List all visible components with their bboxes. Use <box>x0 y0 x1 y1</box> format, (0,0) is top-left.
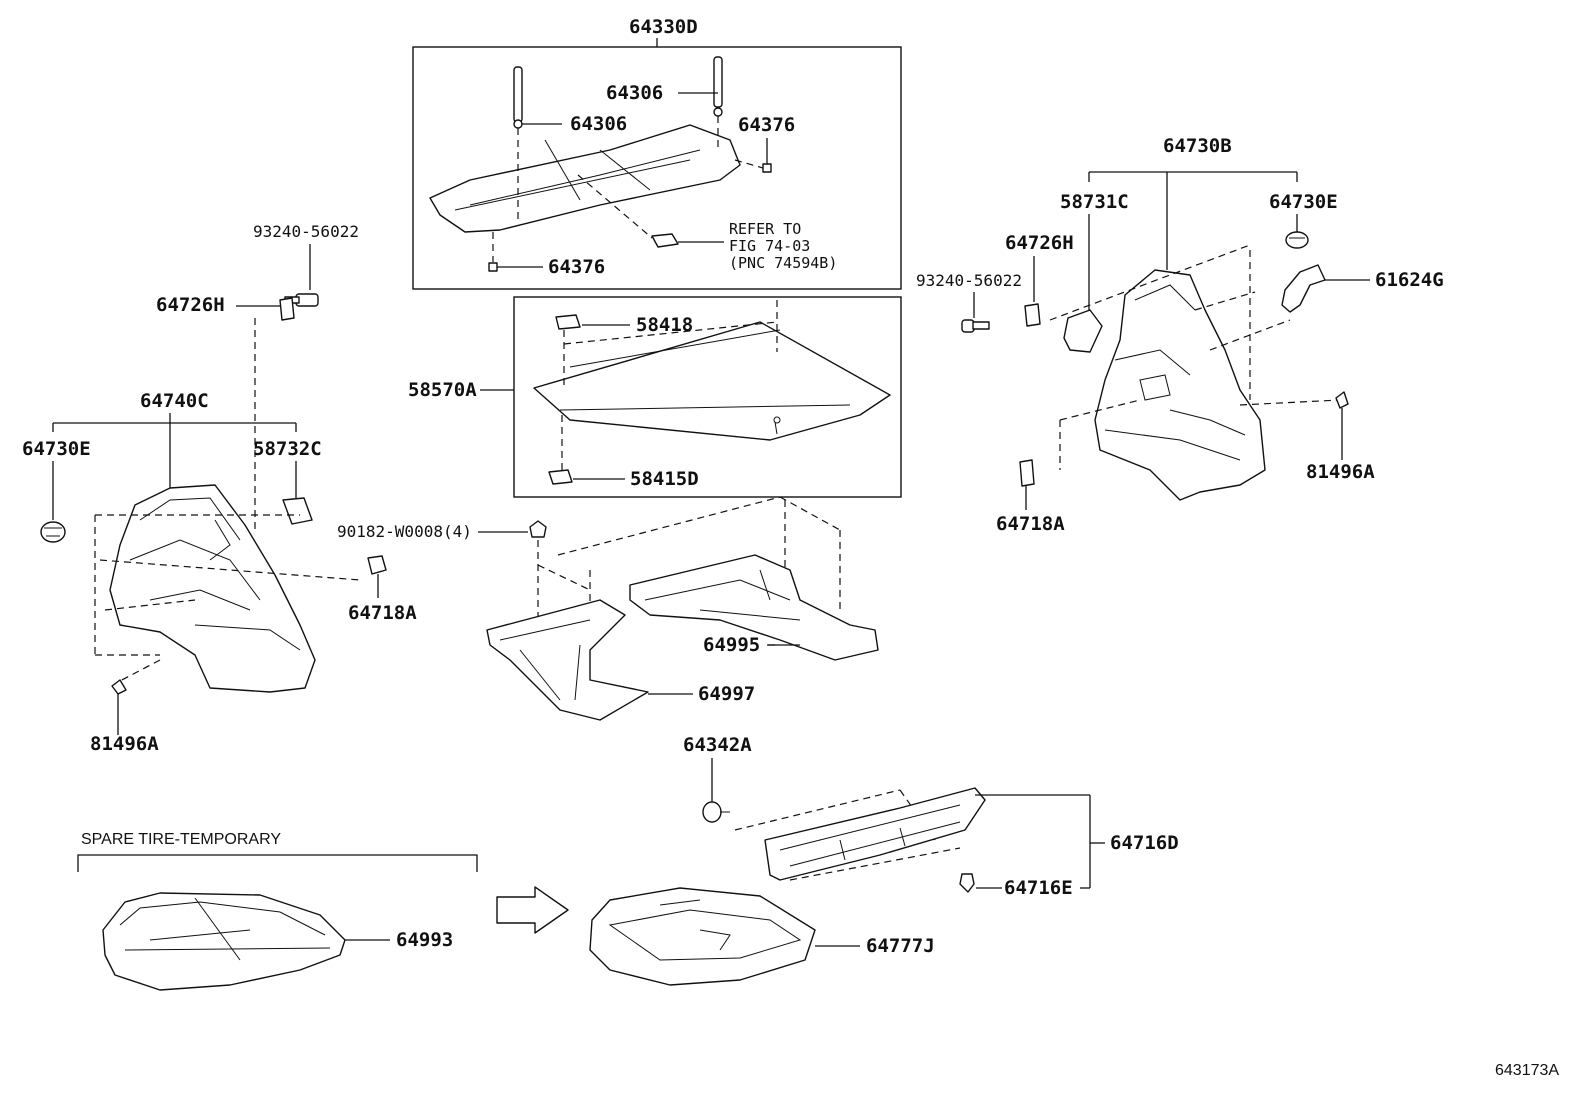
callout-64376-a[interactable]: 64376 <box>738 114 795 136</box>
support-rod-left <box>513 66 523 129</box>
callout-81496A-left[interactable]: 81496A <box>90 733 159 755</box>
hook-58415D <box>548 469 573 485</box>
clip-81496A-right <box>1335 391 1349 409</box>
callout-58570A[interactable]: 58570A <box>408 379 477 401</box>
clip-64726H-right <box>1024 303 1041 327</box>
callout-64306-a[interactable]: 64306 <box>606 82 663 104</box>
tire-tray-64993-part <box>102 892 346 991</box>
callout-64718A-right[interactable]: 64718A <box>996 513 1065 535</box>
callout-64342A[interactable]: 64342A <box>683 734 752 756</box>
clip-64718A-right <box>1019 459 1035 487</box>
callout-93240-56022-left[interactable]: 93240-56022 <box>253 222 359 241</box>
pad-58732C <box>282 497 313 525</box>
package-tray-part <box>429 124 741 233</box>
tab-58418 <box>555 314 581 330</box>
clip-64726H-left <box>279 297 295 321</box>
bracket-61624G <box>1281 264 1326 313</box>
clip-64718A-left <box>367 555 387 575</box>
clip-64376-top <box>762 163 772 173</box>
callout-93240-56022-right[interactable]: 93240-56022 <box>916 271 1022 290</box>
refer-note-line2: FIG 74-03 <box>729 237 810 255</box>
refer-tab-part <box>651 233 679 248</box>
refer-note-line3: (PNC 74594B) <box>729 254 837 272</box>
callout-64330D[interactable]: 64330D <box>629 16 698 38</box>
callout-64995[interactable]: 64995 <box>703 634 760 656</box>
scuff-plate-64716D-part <box>764 787 986 881</box>
direction-arrow <box>496 886 569 934</box>
support-rod-right <box>713 56 723 117</box>
fastener-64342A <box>702 801 730 823</box>
callout-64777J[interactable]: 64777J <box>866 935 935 957</box>
callout-81496A-right[interactable]: 81496A <box>1306 461 1375 483</box>
clip-81496A-left <box>111 679 127 695</box>
pad-58731C <box>1063 309 1103 353</box>
callout-64740C[interactable]: 64740C <box>140 390 209 412</box>
callout-64718A-left[interactable]: 64718A <box>348 602 417 624</box>
spare-tire-bracket <box>77 854 478 872</box>
clip-90182 <box>529 520 547 538</box>
floor-board-part <box>533 321 891 441</box>
callout-64730E-left[interactable]: 64730E <box>22 438 91 460</box>
callout-64997[interactable]: 64997 <box>698 683 755 705</box>
callout-64726H-left[interactable]: 64726H <box>156 294 225 316</box>
fastener-64730E-right <box>1285 231 1309 249</box>
callout-64730E-right[interactable]: 64730E <box>1269 191 1338 213</box>
callout-64376-b[interactable]: 64376 <box>548 256 605 278</box>
floor-mat-64777J-part <box>589 887 816 986</box>
callout-58731C[interactable]: 58731C <box>1060 191 1129 213</box>
callout-64716E[interactable]: 64716E <box>1004 877 1073 899</box>
callout-64716D[interactable]: 64716D <box>1110 832 1179 854</box>
callout-64730B[interactable]: 64730B <box>1163 135 1232 157</box>
callout-64306-b[interactable]: 64306 <box>570 113 627 135</box>
spare-tire-label: SPARE TIRE-TEMPORARY <box>81 831 281 848</box>
callout-64726H-right[interactable]: 64726H <box>1005 232 1074 254</box>
side-trim-right-part <box>1094 269 1266 501</box>
bolt-93240-right <box>961 319 990 333</box>
callout-58415D[interactable]: 58415D <box>630 468 699 490</box>
refer-note-line1: REFER TO <box>729 220 801 238</box>
callout-58732C[interactable]: 58732C <box>253 438 322 460</box>
clip-64716E <box>959 873 975 893</box>
callout-61624G[interactable]: 61624G <box>1375 269 1444 291</box>
callout-64993[interactable]: 64993 <box>396 929 453 951</box>
callout-90182-W0008[interactable]: 90182-W0008(4) <box>337 522 472 541</box>
tray-64997-part <box>486 599 649 721</box>
figure-code: 643173A <box>1495 1062 1559 1079</box>
tray-64995-part <box>629 554 879 661</box>
clip-64376-bottom <box>488 262 498 272</box>
callout-58418[interactable]: 58418 <box>636 314 693 336</box>
floor-board-group-box <box>513 296 902 498</box>
side-trim-left-part <box>109 484 316 693</box>
fastener-64730E-left <box>40 521 66 543</box>
